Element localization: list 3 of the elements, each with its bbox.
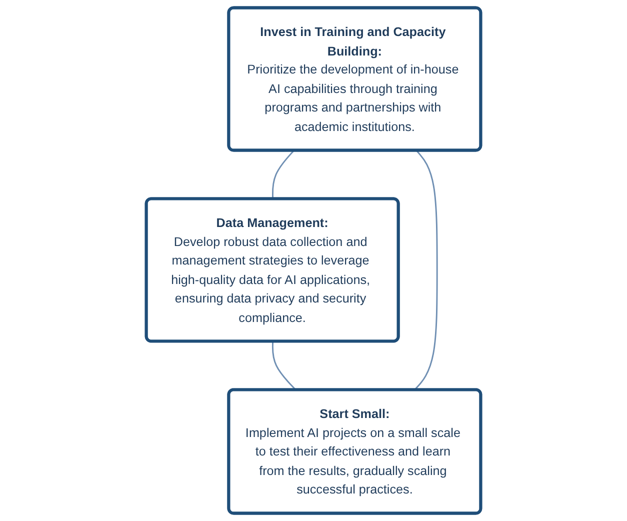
connector: [272, 342, 297, 391]
connector: [272, 150, 294, 200]
connector: [414, 150, 438, 391]
